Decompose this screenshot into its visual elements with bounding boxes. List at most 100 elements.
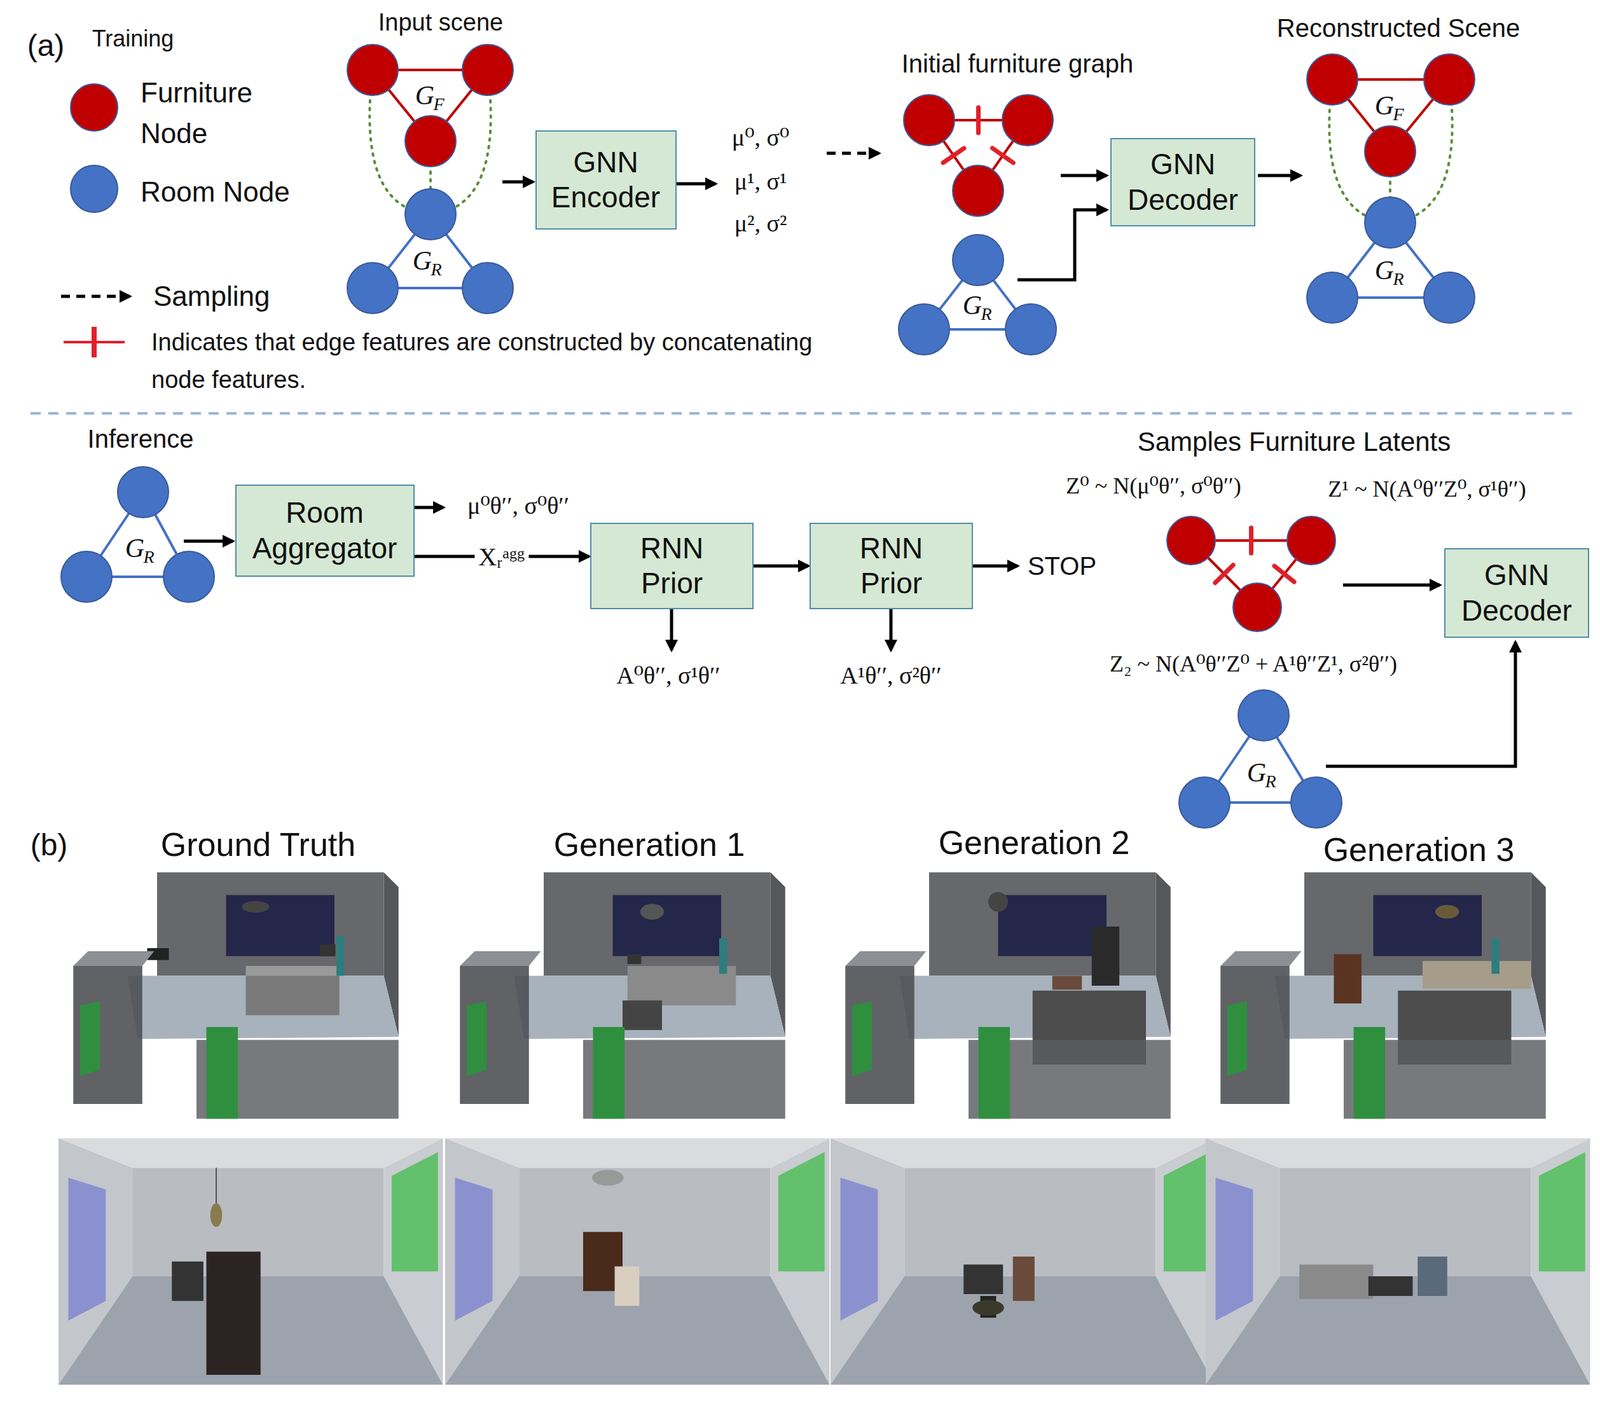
section-title: Inference — [87, 424, 194, 454]
furniture-render — [319, 944, 336, 957]
sampling-arrow — [826, 151, 879, 156]
process-box: RNN Prior — [809, 522, 973, 610]
graph-subscript: R — [430, 259, 442, 280]
room-node — [1364, 197, 1416, 249]
prior-param: A¹θ′′, σ²θ′′ — [840, 662, 942, 690]
flow-arrow — [502, 180, 533, 184]
box-label: GNN Decoder — [1122, 146, 1244, 217]
room-node — [117, 466, 169, 518]
box-label: GNN Decoder — [1456, 557, 1578, 628]
door — [391, 1152, 439, 1272]
window — [68, 1177, 107, 1321]
room-render — [58, 1138, 444, 1386]
furniture-render — [210, 1203, 223, 1227]
room-node — [1005, 303, 1057, 355]
furniture-render — [1368, 1276, 1414, 1297]
furniture-node — [903, 94, 955, 146]
graph-symbol: G — [962, 289, 982, 321]
process-box: GNN Encoder — [535, 130, 677, 230]
furniture-render — [963, 1264, 1003, 1295]
legend-tick — [91, 326, 97, 358]
furniture-node — [1002, 94, 1054, 146]
flow-arrow — [1060, 174, 1107, 178]
graph-symbol: G — [1247, 757, 1267, 788]
window — [1373, 894, 1483, 956]
graph-symbol: G — [1374, 255, 1394, 286]
room-node — [1306, 272, 1358, 324]
room-node — [405, 188, 456, 240]
column-title: Generation 3 — [1323, 831, 1515, 870]
furniture-node — [1423, 54, 1475, 105]
graph-subscript: R — [1264, 771, 1276, 792]
furniture-render — [246, 971, 340, 1016]
box-label: RNN Prior — [614, 531, 730, 601]
furniture-node — [952, 165, 1004, 217]
legend-swatch — [69, 83, 119, 132]
furniture-render — [1013, 1256, 1035, 1302]
furniture-render — [1334, 953, 1362, 1004]
furniture-render — [206, 1251, 261, 1375]
prior-param: A⁰θ′′, σ¹θ′′ — [616, 662, 720, 690]
box-label: RNN Prior — [834, 531, 949, 601]
furniture-node — [405, 115, 456, 167]
door — [206, 1027, 239, 1119]
box-label: GNN Encoder — [545, 144, 667, 215]
furniture-render — [1422, 960, 1532, 989]
room-render — [459, 872, 786, 1120]
flow-arrow — [676, 182, 716, 186]
window — [840, 1177, 879, 1321]
furniture-render — [1491, 938, 1500, 975]
graph-title: Reconstructed Scene — [1276, 13, 1520, 43]
furniture-render — [171, 1261, 204, 1302]
box-label: Room Aggregator — [245, 495, 405, 566]
process-box: GNN Decoder — [1444, 548, 1590, 638]
furniture-node — [347, 44, 399, 96]
process-box: GNN Decoder — [1110, 137, 1256, 227]
floor — [1205, 1276, 1591, 1386]
furniture-node — [1287, 516, 1336, 565]
edge-feature-tick — [943, 148, 965, 163]
room-node — [462, 262, 514, 314]
graph-title: Input scene — [378, 8, 504, 37]
door — [978, 1027, 1011, 1119]
near-wall — [845, 965, 915, 1104]
latent-param: μ², σ² — [734, 209, 788, 238]
legend-label: Sampling — [153, 279, 472, 314]
furniture-node — [1306, 54, 1358, 105]
room-render — [1220, 872, 1546, 1120]
furniture-render — [719, 938, 727, 975]
room-node — [898, 303, 950, 355]
flow-arrow — [183, 539, 233, 544]
furniture-render — [241, 901, 269, 914]
furniture-render — [246, 965, 340, 977]
wall-top — [459, 951, 541, 966]
door — [593, 1027, 626, 1119]
room-node — [1238, 689, 1290, 741]
latent-formula: Z₂ ~ N(A⁰θ′′Z⁰ + A¹θ′′Z¹, σ²θ′′) — [1109, 651, 1398, 678]
back-wall — [518, 1168, 771, 1277]
door — [1163, 1152, 1211, 1272]
flow-arrow — [1257, 174, 1301, 178]
furniture-node — [1233, 583, 1282, 632]
room-node — [952, 234, 1004, 286]
back-wall — [1279, 1168, 1531, 1277]
room-render — [1205, 1138, 1591, 1386]
legend-swatch — [69, 164, 119, 214]
latent-param: μ¹, σ¹ — [734, 167, 788, 196]
near-wall — [459, 965, 530, 1104]
furniture-node — [1166, 516, 1216, 565]
section-title: Training — [92, 25, 175, 52]
furniture-render — [592, 1170, 624, 1187]
graph-subscript: R — [1392, 268, 1404, 290]
room-render — [830, 1138, 1216, 1386]
window — [226, 894, 336, 956]
room-node — [163, 551, 215, 603]
furniture-render — [640, 903, 664, 920]
room-render — [845, 872, 1171, 1120]
graph-title: Samples Furniture Latents — [1137, 426, 1452, 458]
flow-arrow — [670, 609, 674, 650]
back-wall — [157, 872, 385, 977]
